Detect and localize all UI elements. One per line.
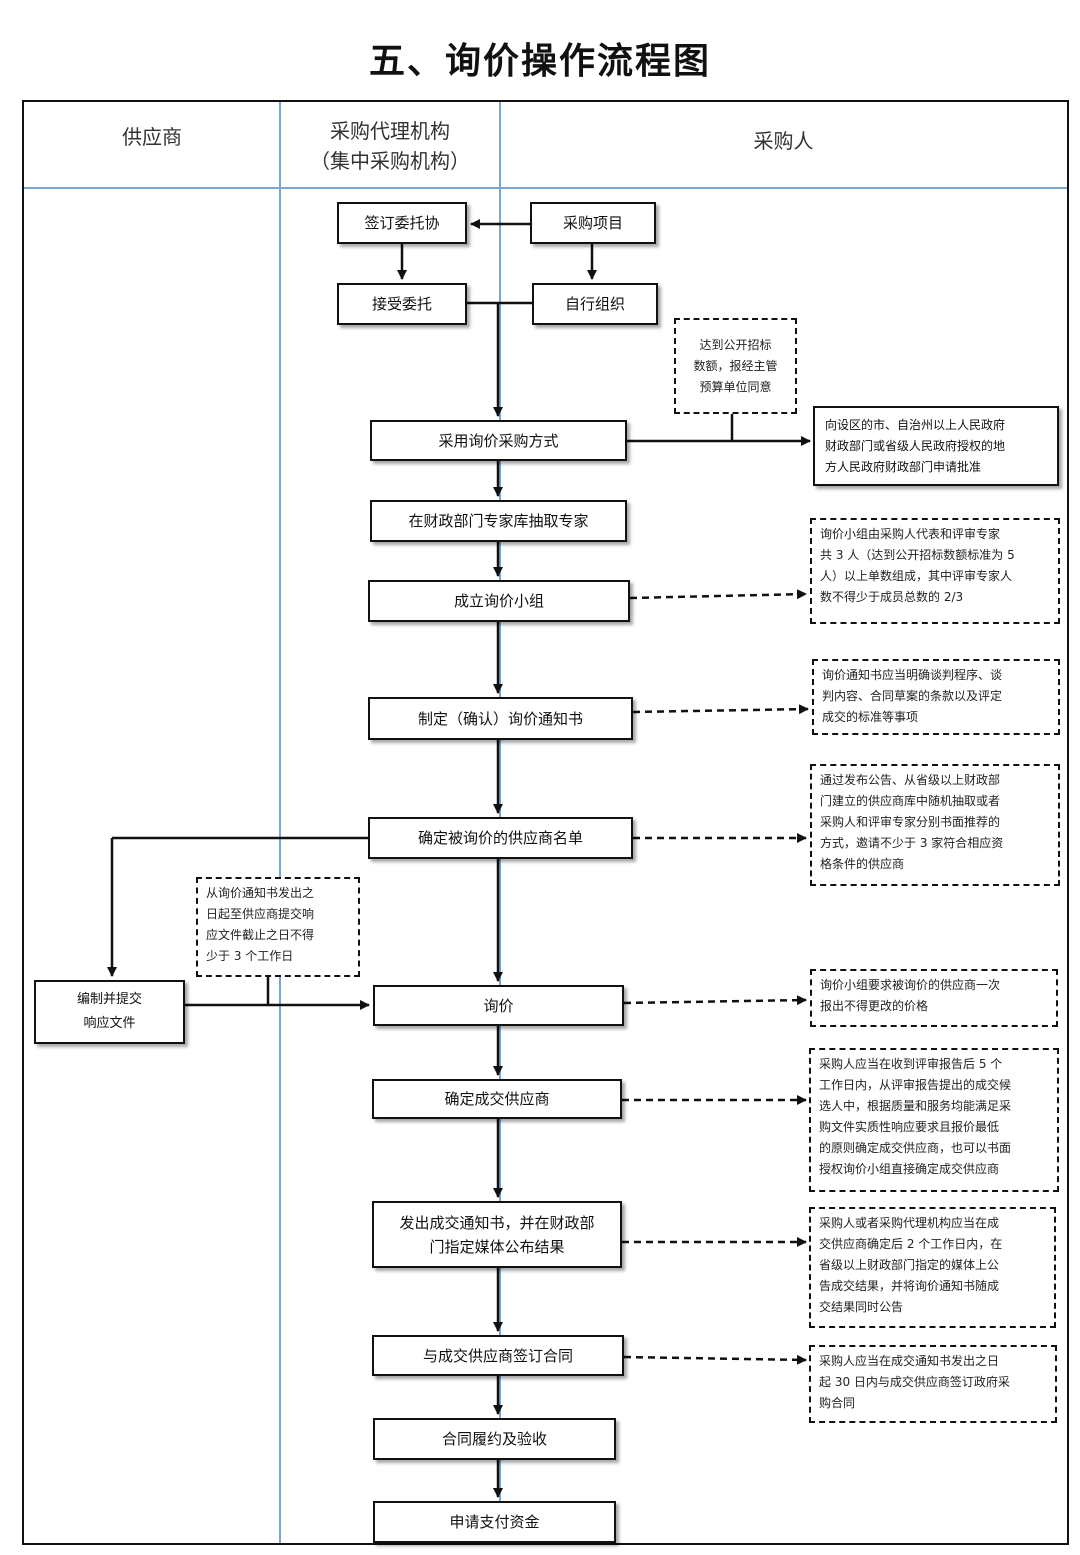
box-sign-contract: 与成交供应商签订合同 [372,1335,624,1376]
note-price-once: 询价小组要求被询价的供应商一次 报出不得更改的价格 [810,969,1058,1027]
box-confirm-winner: 确定成交供应商 [372,1079,622,1119]
note-contract-line1: 采购人应当在成交通知书发出之日 [819,1354,1000,1368]
note-contract-deadline: 采购人应当在成交通知书发出之日 起 30 日内与成交供应商签订政府采 购合同 [809,1345,1057,1423]
note-publish-line2: 交供应商确定后 2 个工作日内，在 [819,1237,1003,1251]
flowchart-frame [22,100,1069,1545]
note-response-period: 从询价通知书发出之 日起至供应商提交响 应文件截止之日不得 少于 3 个工作日 [196,877,360,977]
note-group-line4: 数不得少于成员总数的 2/3 [820,590,964,604]
lane-header-agency-line1: 采购代理机构 [330,119,450,143]
box-form-group: 成立询价小组 [368,580,630,622]
box-confirm-suppliers: 确定被询价的供应商名单 [368,817,633,859]
note-selection-line1: 通过发布公告、从省级以上财政部 [820,773,1001,787]
box-prepare-response-line2: 响应文件 [83,1016,136,1031]
note-publish-line5: 交结果同时公告 [819,1300,904,1314]
box-apply-payment: 申请支付资金 [373,1501,616,1543]
note-notice-line3: 成交的标准等事项 [822,710,919,724]
box-prepare-response-line1: 编制并提交 [76,992,142,1007]
note-winner-line3: 选人中，根据质量和服务均能满足采 [819,1099,1012,1113]
note-contract-line2: 起 30 日内与成交供应商签订政府采 [819,1375,1010,1389]
note-winner-line6: 授权询价小组直接确定成交供应商 [819,1162,1000,1176]
note-period-line4: 少于 3 个工作日 [206,949,294,963]
dash-notice-note [632,704,809,715]
note-group-composition: 询价小组由采购人代表和评审专家 共 3 人（达到公开招标数额标准为 5 人）以上… [810,518,1060,624]
note-selection-line3: 采购人和评审专家分别书面推荐的 [820,815,1001,829]
note-publish-result: 采购人或者采购代理机构应当在成 交供应商确定后 2 个工作日内，在 省级以上财政… [809,1207,1056,1328]
dash-contract-note [623,1354,807,1365]
dash-group-note [629,589,807,600]
box-issue-notice: 发出成交通知书，并在财政部 门指定媒体公布结果 [372,1201,622,1268]
box-approval-line3: 方人民政府财政部门申请批准 [825,459,982,474]
note-period-line3: 应文件截止之日不得 [206,928,315,942]
note-threshold-line1: 达到公开招标 [699,337,772,352]
note-publish-line3: 省级以上财政部门指定的媒体上公 [819,1258,1000,1272]
box-accept-entrust: 接受委托 [337,283,467,325]
lane-header-agency-line2: （集中采购机构） [310,149,470,173]
box-issue-notice-line2: 门指定媒体公布结果 [429,1237,565,1256]
note-threshold: 达到公开招标 数额，报经主管 预算单位同意 [674,318,797,414]
note-publish-line1: 采购人或者采购代理机构应当在成 [819,1216,1000,1230]
note-notice-line2: 判内容、合同草案的条款以及评定 [822,689,1003,703]
note-winner-line4: 购文件实质性响应要求且报价最低 [819,1120,1000,1134]
lane-header-agency: 采购代理机构 （集中采购机构） [280,116,500,176]
box-make-notice: 制定（确认）询价通知书 [368,697,633,740]
box-perform-contract: 合同履约及验收 [373,1418,616,1460]
box-purchase-project: 采购项目 [530,202,656,244]
dash-inquiry-note [623,995,807,1006]
note-selection-line4: 方式，邀请不少于 3 家符合相应资 [820,836,1004,850]
box-approval-line2: 财政部门或省级人民政府授权的地 [825,438,1006,453]
box-approval: 向设区的市、自治州以上人民政府 财政部门或省级人民政府授权的地 方人民政府财政部… [813,406,1059,486]
note-selection-line5: 格条件的供应商 [820,857,905,871]
note-notice-content: 询价通知书应当明确谈判程序、谈 判内容、合同草案的条款以及评定 成交的标准等事项 [812,659,1060,735]
note-determine-winner: 采购人应当在收到评审报告后 5 个 工作日内，从评审报告提出的成交候 选人中，根… [809,1048,1059,1192]
box-draw-experts: 在财政部门专家库抽取专家 [370,500,627,542]
page-title: 五、询价操作流程图 [368,40,711,82]
note-group-line2: 共 3 人（达到公开招标数额标准为 5 [820,548,1015,562]
box-adopt-inquiry: 采用询价采购方式 [370,420,627,461]
note-selection-line2: 门建立的供应商库中随机抽取或者 [820,794,1001,808]
note-period-line2: 日起至供应商提交响 [206,907,315,921]
note-supplier-selection: 通过发布公告、从省级以上财政部 门建立的供应商库中随机抽取或者 采购人和评审专家… [810,764,1060,886]
note-price-line2: 报出不得更改的价格 [820,999,929,1013]
note-notice-line1: 询价通知书应当明确谈判程序、谈 [822,668,1003,682]
box-prepare-response: 编制并提交 响应文件 [34,980,185,1044]
box-self-organize: 自行组织 [532,283,658,325]
lane-header-supplier: 供应商 [122,125,182,149]
box-approval-line1: 向设区的市、自治州以上人民政府 [825,417,1006,432]
note-group-line3: 人）以上单数组成，其中评审专家人 [820,569,1013,583]
note-group-line1: 询价小组由采购人代表和评审专家 [820,527,1001,541]
note-contract-line3: 购合同 [819,1396,856,1410]
note-winner-line5: 的原则确定成交供应商，也可以书面 [819,1141,1012,1155]
box-sign-entrust: 签订委托协 [337,202,467,244]
box-inquiry: 询价 [373,985,624,1026]
note-winner-line2: 工作日内，从评审报告提出的成交候 [819,1078,1012,1092]
note-threshold-line3: 预算单位同意 [699,379,772,394]
note-period-line1: 从询价通知书发出之 [206,886,315,900]
lane-header-purchaser: 采购人 [753,129,814,153]
note-price-line1: 询价小组要求被询价的供应商一次 [820,978,1001,992]
box-issue-notice-line1: 发出成交通知书，并在财政部 [399,1213,595,1232]
note-publish-line4: 告成交结果，并将询价通知书随成 [819,1279,1000,1293]
note-threshold-line2: 数额，报经主管 [693,358,778,373]
note-winner-line1: 采购人应当在收到评审报告后 5 个 [819,1057,1003,1071]
